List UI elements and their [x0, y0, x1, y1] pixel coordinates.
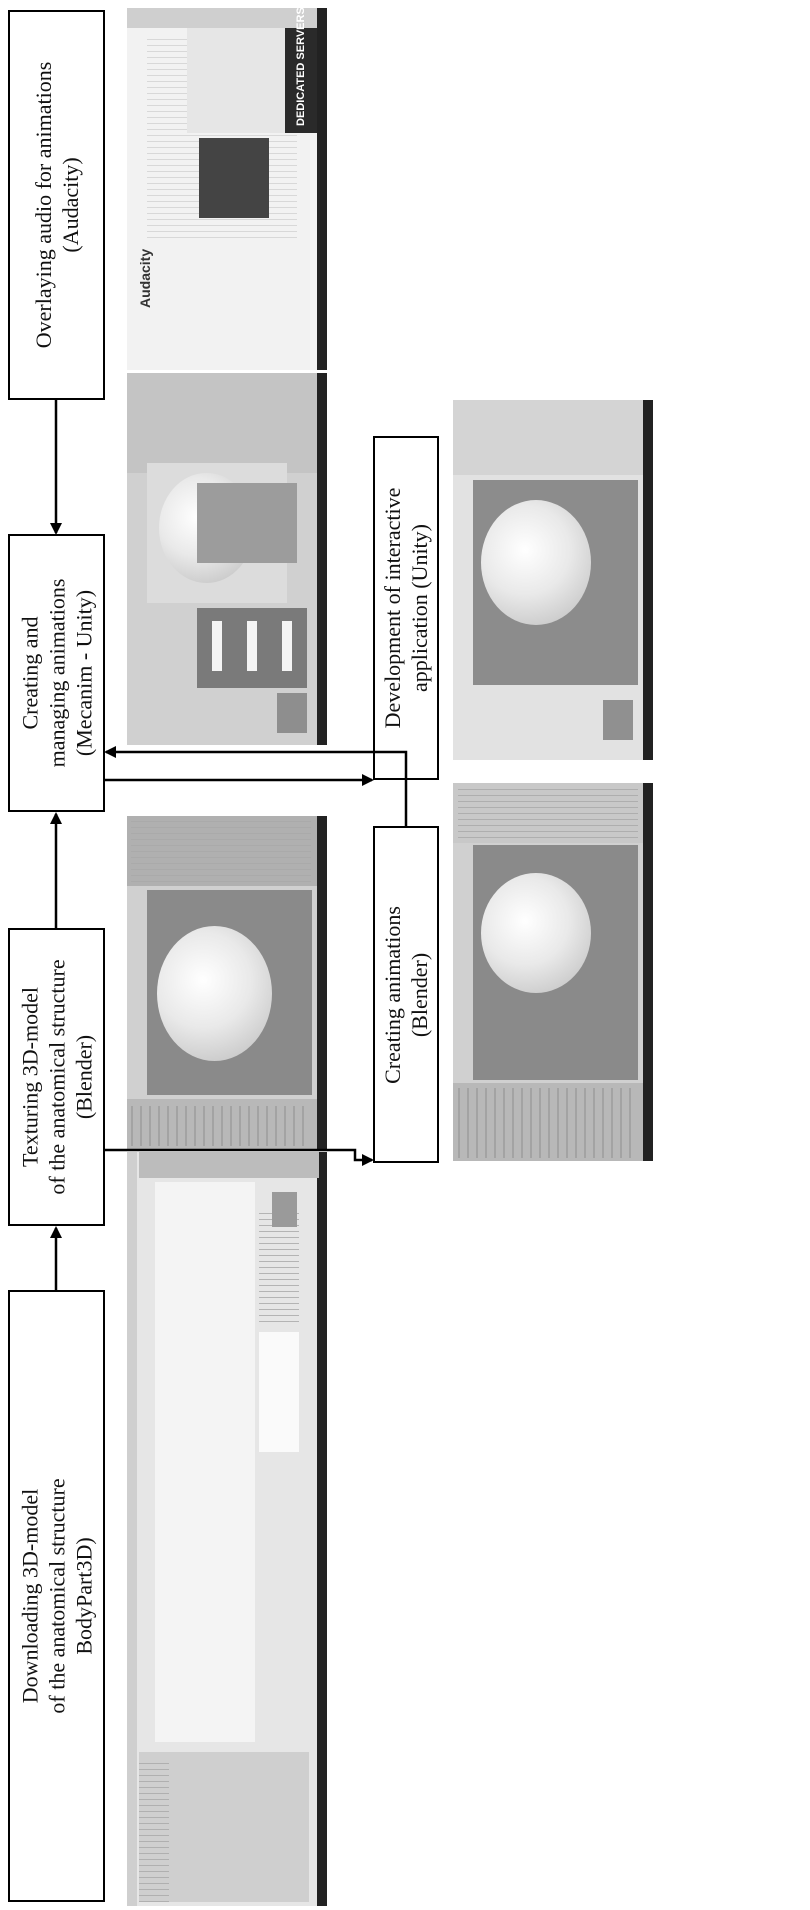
bodypart3d-screenshot	[127, 1152, 327, 1906]
step-download-box: Downloading 3D-model of the anatomical s…	[8, 1290, 105, 1902]
arrow-texturing-to-creating-animations	[105, 1148, 374, 1166]
audacity-screenshot: Audacity DEDICATED SERVERS	[127, 8, 327, 370]
step-texturing-box: Texturing 3D-model of the anatomical str…	[8, 928, 105, 1226]
arrow-creating-animations-to-mecanim	[104, 746, 408, 826]
step-creating-animations-box: Creating animations (Blender)	[373, 826, 439, 1163]
step-mecanim-box: Creating and managing animations (Mecani…	[8, 534, 105, 812]
blender-animation-screenshot	[453, 783, 653, 1161]
mecanim-unity-screenshot	[127, 373, 327, 745]
step-audacity-box: Overlaying audio for animations (Audacit…	[8, 10, 105, 400]
blender-texturing-screenshot	[127, 816, 327, 1149]
step-interactive-box: Development of interactive application (…	[373, 436, 439, 780]
unity-interactive-screenshot	[453, 400, 653, 760]
